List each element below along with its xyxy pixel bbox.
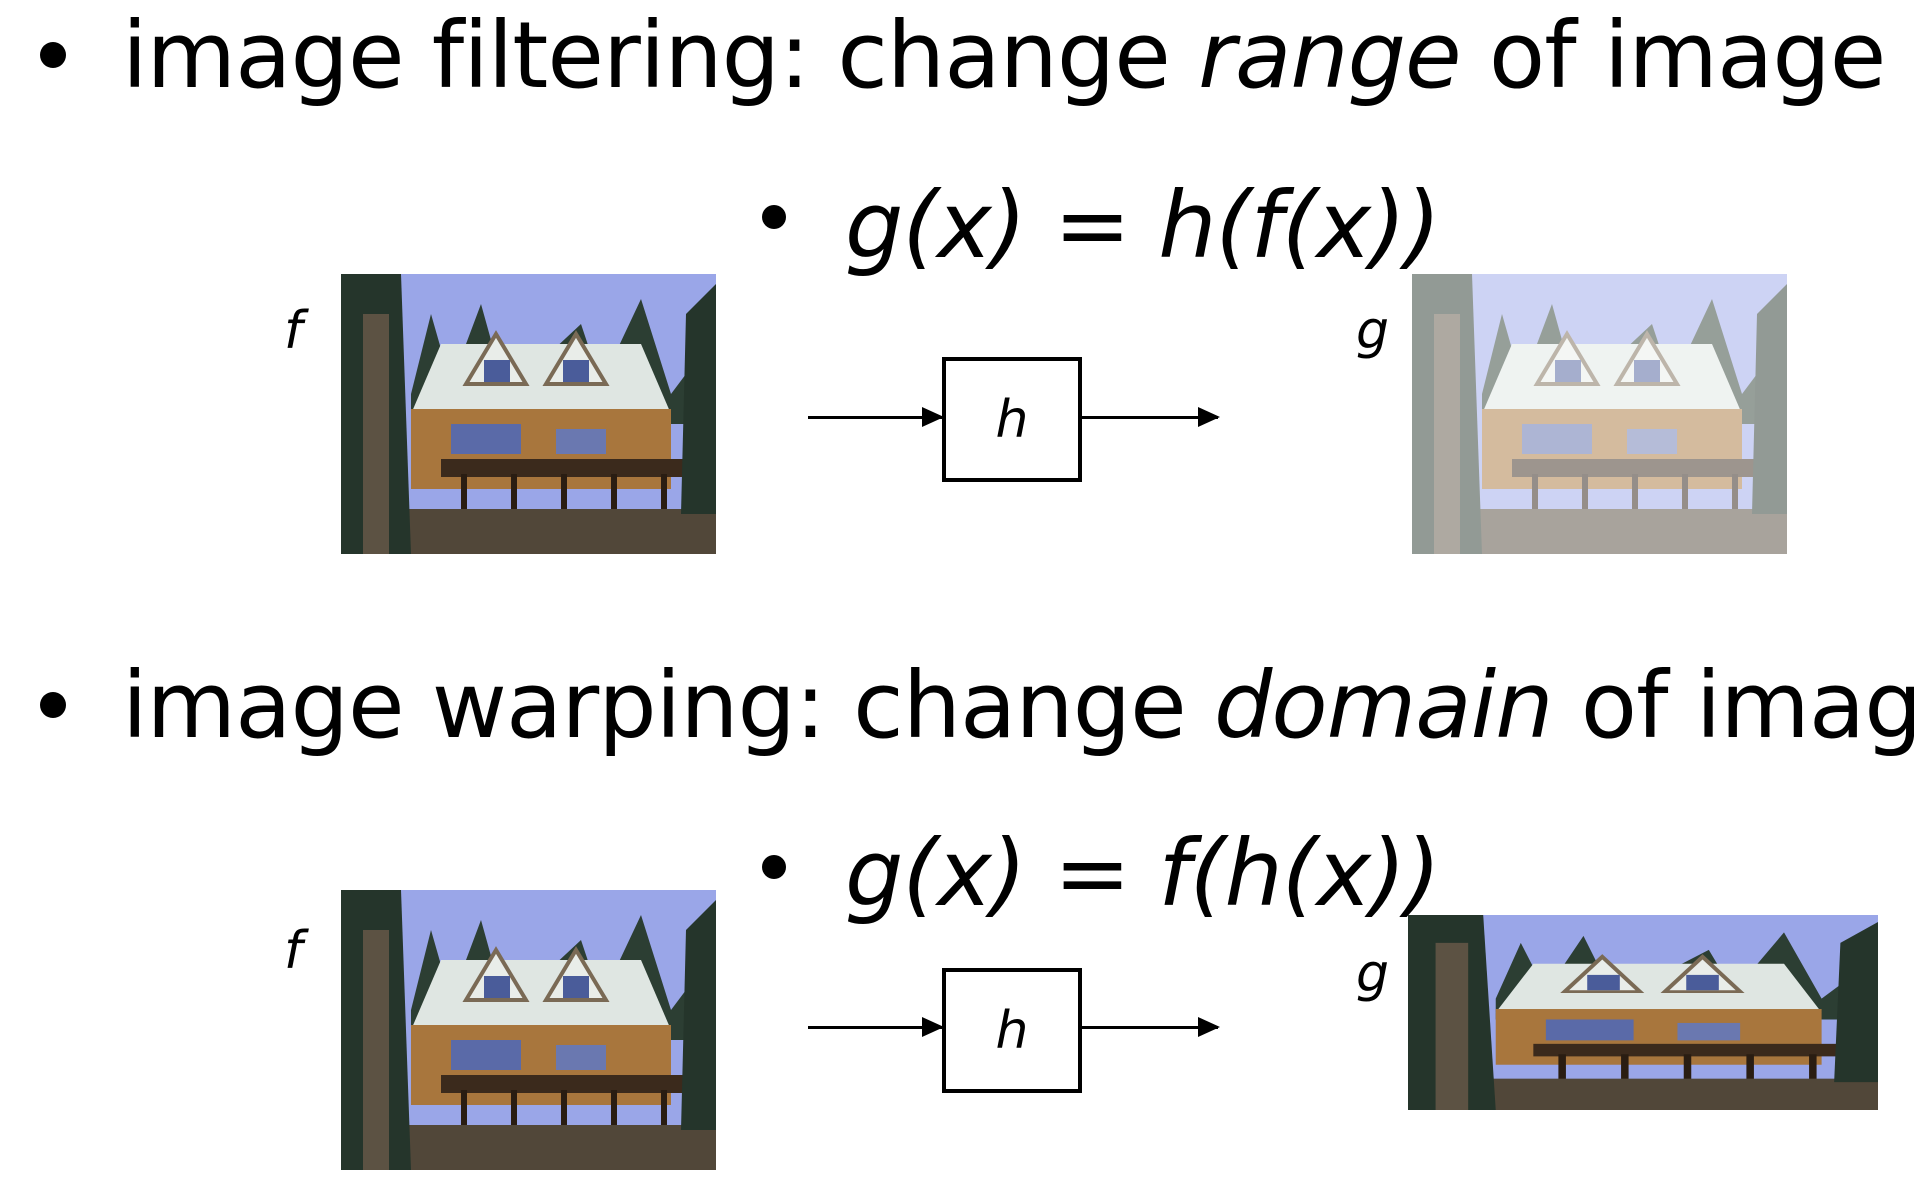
deck xyxy=(441,459,716,477)
arrow-out-filtering xyxy=(1082,407,1220,427)
arrow-in-filtering xyxy=(808,407,944,427)
heading-filtering: image filtering: change range of image xyxy=(122,10,1886,102)
label-f-filtering: f xyxy=(284,301,303,361)
tree-trunk xyxy=(363,314,389,554)
heading-filtering-tail: of image xyxy=(1460,2,1886,109)
bullet-equation-filtering xyxy=(762,205,786,229)
transform-box-filtering: h xyxy=(942,357,1082,482)
label-g-filtering: g xyxy=(1356,301,1390,361)
dormer-right xyxy=(542,330,610,386)
brightening-overlay xyxy=(1412,274,1787,554)
arrow-in-warping xyxy=(808,1017,944,1037)
bullet-warping xyxy=(40,692,66,718)
heading-filtering-emphasis: range xyxy=(1198,2,1462,109)
dormer-right-window xyxy=(563,360,589,382)
box-label-filtering: h xyxy=(995,389,1029,450)
heading-warping-emphasis: domain xyxy=(1213,652,1554,759)
dormer-left-window xyxy=(484,360,510,382)
house-photo-f-warping xyxy=(341,890,716,1170)
box-label-warping: h xyxy=(995,1000,1029,1061)
heading-warping-lead: image warping: change xyxy=(122,652,1214,759)
house-window-row xyxy=(451,424,521,454)
deck-posts xyxy=(461,474,667,519)
house-photo-f-filtering xyxy=(341,274,716,554)
heading-warping: image warping: change domain of image xyxy=(122,660,1914,752)
arrow-out-warping xyxy=(1082,1017,1220,1037)
house-roof xyxy=(411,344,671,414)
heading-filtering-lead: image filtering: change xyxy=(122,2,1199,109)
house-window-row-2 xyxy=(556,429,606,454)
transform-box-warping: h xyxy=(942,968,1082,1093)
equation-warping: g(x) = f(h(x)) xyxy=(845,820,1441,927)
house-photo-g-warping xyxy=(1408,915,1878,1110)
bullet-filtering xyxy=(40,42,66,68)
equation-filtering: g(x) = h(f(x)) xyxy=(845,172,1441,279)
bullet-equation-warping xyxy=(762,855,786,879)
tree-right xyxy=(681,284,716,514)
heading-warping-tail: of image xyxy=(1580,652,1914,759)
dormer-left xyxy=(462,330,530,386)
label-g-warping: g xyxy=(1356,944,1390,1004)
house-photo-g-filtering xyxy=(1412,274,1787,554)
label-f-warping: f xyxy=(284,921,303,981)
